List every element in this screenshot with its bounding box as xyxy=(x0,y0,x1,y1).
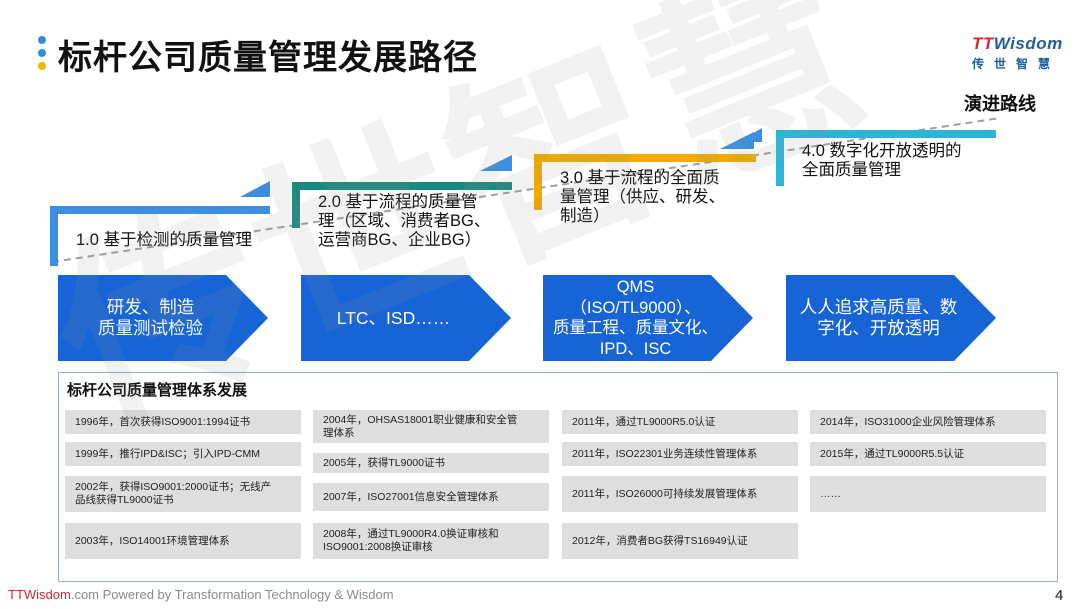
chevron-2-line-1: LTC、ISD…… xyxy=(336,307,451,328)
page-number: 4 xyxy=(1055,587,1064,604)
chevron-3: QMS （ISO/TL9000）、 质量工程、质量文化、 IPD、ISC xyxy=(543,275,753,361)
stage-1-post xyxy=(50,206,58,266)
chevron-2-shape xyxy=(301,275,511,361)
stage-1-bar xyxy=(50,206,270,214)
stage-1-triangle xyxy=(240,181,270,197)
milestone-cell: 2011年，ISO22301业务连续性管理体系 xyxy=(562,442,798,466)
milestone-cell: 2014年，ISO31000企业风险管理体系 xyxy=(810,410,1046,434)
chevron-4: 人人追求高质量、数 字化、开放透明 xyxy=(786,275,996,361)
chevron-4-line-2: 字化、开放透明 xyxy=(817,318,940,338)
route-label: 演进路线 xyxy=(964,94,1036,114)
panel-title: 标杆公司质量管理体系发展 xyxy=(67,382,248,399)
stage-3-line-1: 3.0 基于流程的全面质 xyxy=(560,169,720,187)
stage-3-post xyxy=(534,154,542,210)
chevron-1: 研发、制造 质量测试检验 xyxy=(58,275,268,361)
milestone-cell: 2004年，OHSAS18001职业健康和安全管理体系 xyxy=(313,410,549,443)
logo-subtitle: 传世智慧 xyxy=(972,57,1061,71)
ttwisdom-logo: TTWisdom 传世智慧 xyxy=(972,34,1064,71)
chevron-4-line-1: 人人追求高质量、数 xyxy=(799,297,958,317)
milestone-cell: 1999年，推行IPD&ISC；引入IPD-CMM xyxy=(65,442,301,466)
milestone-cell: 2005年，获得TL9000证书 xyxy=(313,453,549,473)
logo-tt: TT xyxy=(972,34,994,53)
stage-3-label: 3.0 基于流程的全面质 量管理（供应、研发、 制造） xyxy=(560,169,725,226)
stage-2-line-1: 2.0 基于流程的质量管 xyxy=(318,193,478,211)
milestone-cell: 2011年，ISO26000可持续发展管理体系 xyxy=(562,476,798,512)
milestone-cell: 2011年，通过TL9000R5.0认证 xyxy=(562,410,798,434)
milestone-cell: 2015年，通过TL9000R5.5认证 xyxy=(810,442,1046,466)
milestone-cell: …… xyxy=(810,476,1046,512)
stage-3-bar xyxy=(534,154,756,162)
chevron-4-shape xyxy=(786,275,996,361)
stage-2-post xyxy=(292,182,300,228)
stage-1-label: 1.0 基于检测的质量管理 xyxy=(76,231,253,249)
stage-4: 4.0 数字化开放透明的 全面质量管理 xyxy=(776,126,1006,196)
chevron-3-line-3: 质量工程、质量文化、 xyxy=(553,319,718,337)
stage-2-triangle xyxy=(480,155,512,171)
stage-4-line-1: 4.0 数字化开放透明的 xyxy=(802,142,962,160)
footer: TTWisdom.com Powered by Transformation T… xyxy=(8,587,394,602)
stage-3-line-3: 制造） xyxy=(560,207,610,225)
chevron-1-line-1: 研发、制造 xyxy=(106,297,195,317)
footer-powered-by: Powered by Transformation Technology & W… xyxy=(99,587,394,602)
page-title: 标杆公司质量管理发展路径 xyxy=(58,39,478,77)
stage-3: 3.0 基于流程的全面质 量管理（供应、研发、 制造） xyxy=(534,132,774,232)
stage-4-bar xyxy=(776,130,996,138)
milestone-cell: 2007年，ISO27001信息安全管理体系 xyxy=(313,483,549,511)
stage-2-line-2: 理（区域、消费者BG、 xyxy=(318,212,491,230)
chevron-3-line-2: （ISO/TL9000）、 xyxy=(570,298,701,317)
chevron-3-line-4: IPD、ISC xyxy=(599,339,672,358)
chevron-3-shape xyxy=(543,275,753,361)
title-bullet-dots xyxy=(38,36,46,72)
footer-brand: TTWisdom xyxy=(8,587,71,602)
chevron-2: LTC、ISD…… xyxy=(301,275,511,361)
stage-4-post xyxy=(776,130,784,186)
stage-2-line-3: 运营商BG、企业BG） xyxy=(318,231,482,249)
stage-4-line-2: 全面质量管理 xyxy=(802,161,901,179)
milestone-cell: 2003年，ISO14001环境管理体系 xyxy=(65,523,301,559)
stage-3-line-2: 量管理（供应、研发、 xyxy=(560,188,725,206)
milestone-cell: 1996年，首次获得ISO9001:1994证书 xyxy=(65,410,301,434)
logo-wisdom: Wisdom xyxy=(993,34,1063,53)
chevron-3-line-1: QMS xyxy=(616,278,655,296)
quality-system-panel: 标杆公司质量管理体系发展 1996年，首次获得ISO9001:1994证书 19… xyxy=(58,372,1058,582)
stage-2-label: 2.0 基于流程的质量管 理（区域、消费者BG、 运营商BG、企业BG） xyxy=(318,193,490,250)
stage-1: 1.0 基于检测的质量管理 xyxy=(50,181,280,267)
chevron-1-shape xyxy=(58,275,268,361)
milestone-cell: 2002年，获得ISO9001:2000证书；无线产品线获得TL9000证书 xyxy=(65,476,301,512)
stage-2-bar xyxy=(292,182,512,190)
chevron-1-line-2: 质量测试检验 xyxy=(98,318,203,338)
milestone-cell: 2012年，消费者BG获得TS16949认证 xyxy=(562,523,798,559)
stage-4-label: 4.0 数字化开放透明的 全面质量管理 xyxy=(802,142,962,180)
footer-domain: .com xyxy=(70,587,100,602)
stage-4-corner-triangle xyxy=(738,128,762,144)
stage-2: 2.0 基于流程的质量管 理（区域、消费者BG、 运营商BG、企业BG） xyxy=(292,155,522,265)
